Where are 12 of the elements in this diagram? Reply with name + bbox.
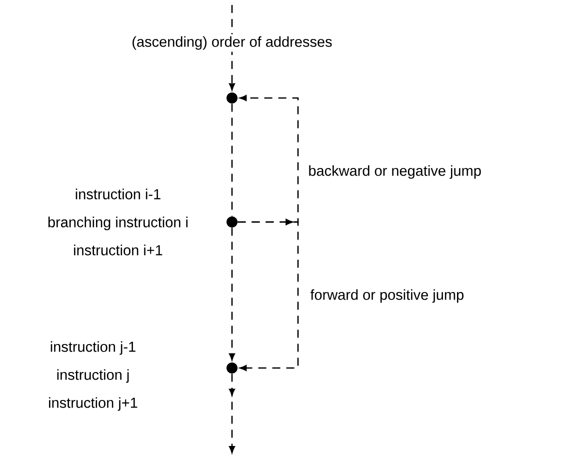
edge-label: (ascending) order of addresses [130, 34, 334, 52]
edge-label: backward or negative jump [306, 163, 484, 181]
instruction-list: instruction j-1 instruction j instruction j+1 [49, 341, 138, 411]
dot [226, 92, 238, 104]
arrow [229, 5, 235, 90]
arrow [238, 219, 299, 371]
arrow [229, 228, 235, 360]
dot [226, 216, 238, 228]
arrow [229, 374, 235, 454]
instruction-list: instruction i-1 branching instruction i instruction i+1 [48, 188, 188, 256]
edge-label: forward or positive jump [308, 287, 466, 305]
dot [226, 362, 238, 374]
